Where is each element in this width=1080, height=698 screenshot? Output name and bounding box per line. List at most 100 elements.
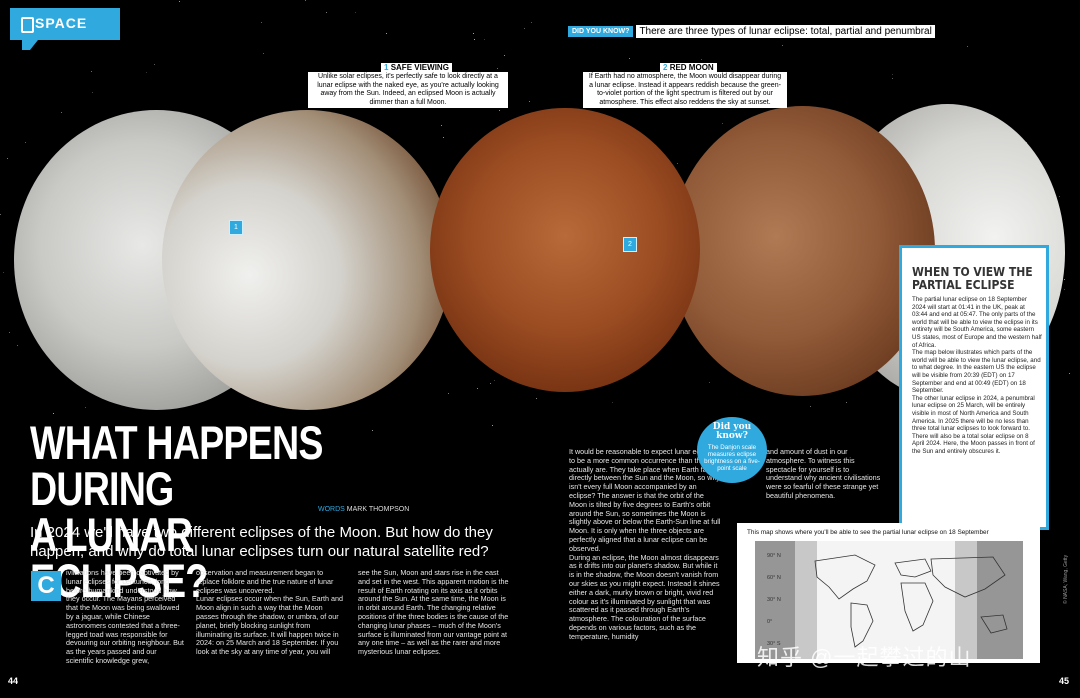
star <box>494 380 495 381</box>
moon-phase-3-total <box>430 108 700 392</box>
star <box>7 158 8 159</box>
did-you-know-badge: DID YOU KNOW? <box>568 26 634 38</box>
bubble-text: The Danjon scale measures eclipse bright… <box>704 444 760 472</box>
star <box>782 45 783 46</box>
star <box>497 68 498 69</box>
star <box>261 22 262 23</box>
moon-phase-4 <box>670 106 935 396</box>
marker-1[interactable]: 1 <box>229 220 243 235</box>
star <box>443 137 444 138</box>
drop-cap: C <box>31 571 61 601</box>
lat-label: 60° N <box>767 575 781 581</box>
world-map: 90° N 60° N 30° N 0° 30° S <box>755 541 1023 659</box>
callout-1-title: 1 SAFE VIEWING <box>381 63 452 72</box>
star <box>1059 196 1060 197</box>
star <box>305 0 306 1</box>
star <box>531 22 532 23</box>
star <box>504 55 505 56</box>
byline: WORDS MARK THOMPSON <box>318 506 410 513</box>
star <box>477 388 478 389</box>
star <box>701 59 702 60</box>
star <box>490 383 491 384</box>
body-column-4: It would be reasonable to expect lunar e… <box>569 447 721 641</box>
page-number-left: 44 <box>8 676 19 686</box>
star <box>492 425 493 426</box>
tag-pointer <box>22 40 38 50</box>
star <box>677 163 678 164</box>
star <box>1069 373 1070 374</box>
star <box>892 78 893 79</box>
star <box>536 398 537 399</box>
star <box>53 413 54 414</box>
star <box>3 272 4 273</box>
star <box>355 12 356 13</box>
callout-1-text: Unlike solar eclipses, it's perfectly sa… <box>308 72 508 109</box>
section-tag: SPACE <box>10 8 120 50</box>
section-tag-label: SPACE <box>35 15 88 31</box>
sidebar-body: The partial lunar eclipse on 18 Septembe… <box>912 296 1042 455</box>
star <box>892 74 893 75</box>
star <box>474 39 475 40</box>
star <box>372 430 373 431</box>
star <box>484 39 485 40</box>
star <box>1064 279 1065 280</box>
did-you-know-text: There are three types of lunar eclipse: … <box>636 25 935 39</box>
star <box>529 101 530 102</box>
standfirst: In 2024 we'll have two different eclipse… <box>30 524 493 560</box>
star <box>967 46 968 47</box>
star <box>9 332 10 333</box>
world-map-svg <box>755 541 1023 659</box>
star <box>386 33 387 34</box>
star <box>629 58 630 59</box>
star <box>85 407 86 408</box>
headline-line-2: A LUNAR ECLIPSE? <box>30 508 208 607</box>
map-caption: This map shows where you'll be able to s… <box>747 529 989 536</box>
star <box>146 72 147 73</box>
watermark: 知乎 @一起攀过的山 <box>757 645 972 670</box>
body-column-2: observation and measurement began to rep… <box>196 568 344 657</box>
star <box>326 12 327 13</box>
star <box>61 112 62 113</box>
star <box>441 125 442 126</box>
star <box>612 402 613 403</box>
star <box>1064 289 1065 290</box>
marker-2[interactable]: 2 <box>623 237 637 252</box>
page-number-right: 45 <box>1059 676 1070 686</box>
did-you-know-bubble: Did you know? The Danjon scale measures … <box>697 417 767 483</box>
headline-line-1: WHAT HAPPENS DURING <box>30 416 323 515</box>
body-column-1: ivilisations have been captivated by lun… <box>66 568 184 665</box>
star <box>0 214 1 215</box>
lat-label: 0° <box>767 619 773 625</box>
sidebar-box: WHEN TO VIEW THE PARTIAL ECLIPSE The par… <box>899 245 1049 530</box>
star <box>17 345 18 346</box>
star <box>25 142 26 143</box>
sidebar-heading: WHEN TO VIEW THE PARTIAL ECLIPSE <box>912 265 1033 292</box>
star <box>524 28 525 29</box>
star <box>263 53 264 54</box>
star <box>179 1 180 2</box>
lat-label: 30° N <box>767 597 781 603</box>
star <box>92 92 93 93</box>
lat-label: 30° S <box>767 641 781 647</box>
photo-credit: © NASA; Wang, Getty <box>1063 554 1069 604</box>
star <box>722 123 723 124</box>
lat-label: 90° N <box>767 553 781 559</box>
headline: WHAT HAPPENS DURING A LUNAR ECLIPSE? <box>30 416 350 607</box>
star <box>846 402 847 403</box>
star <box>154 64 155 65</box>
star <box>709 382 710 383</box>
star <box>473 33 474 34</box>
phone-icon <box>21 17 34 33</box>
body-column-5: and amount of dust in our atmosphere. To… <box>766 447 881 500</box>
bubble-title: Did you know? <box>712 422 752 441</box>
did-you-know-strip: DID YOU KNOW?There are three types of lu… <box>568 23 935 39</box>
callout-2-text: If Earth had no atmosphere, the Moon wou… <box>583 72 787 109</box>
moon-phase-2 <box>162 110 452 410</box>
star <box>810 406 811 407</box>
eclipse-map-box: This map shows where you'll be able to s… <box>737 523 1040 663</box>
callout-2-title: 2 RED MOON <box>660 63 717 72</box>
star <box>91 71 92 72</box>
star <box>448 393 449 394</box>
body-column-3: see the Sun, Moon and stars rise in the … <box>358 568 509 657</box>
